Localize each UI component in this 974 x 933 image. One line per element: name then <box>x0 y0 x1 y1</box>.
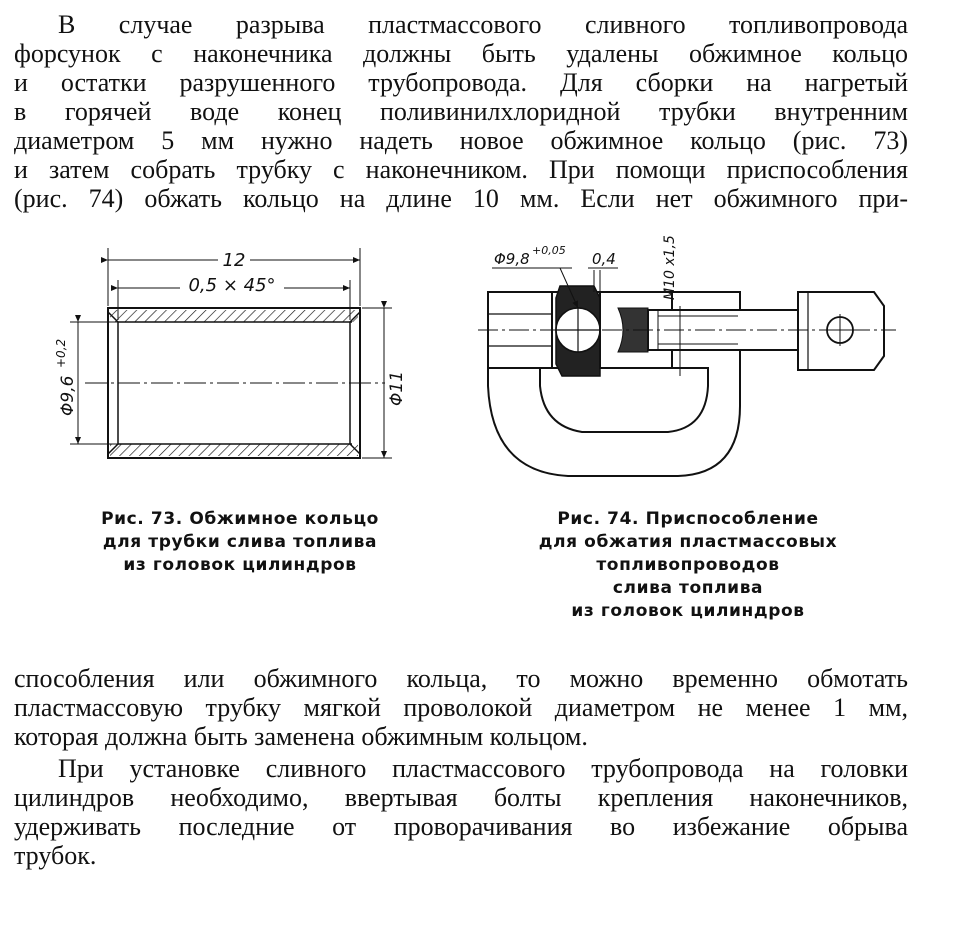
text-line: пластмассовую трубку мягкой проволокой д… <box>14 693 908 722</box>
text-line: В случае разрыва пластмассового сливного… <box>58 10 908 39</box>
figure-74-caption: Рис. 74. Приспособление для обжатия плас… <box>478 508 898 623</box>
text-line: цилиндров необходимо, ввертывая болты кр… <box>14 783 908 812</box>
dimension-bore-tolerance-label: +0,05 <box>532 244 566 257</box>
dimension-chamfer-label: 0,5 × 45° <box>188 275 275 296</box>
text-line: (рис. 74) обжать кольцо на длине 10 мм. … <box>14 184 908 213</box>
dimension-thread-label: M10 x1,5 <box>662 236 678 300</box>
text-line: которая должна быть заменена обжимным ко… <box>14 722 588 751</box>
text-line: способления или обжимного кольца, то мож… <box>14 664 908 693</box>
text-line: трубок. <box>14 841 97 870</box>
text-line: в горячей воде конец поливинилхлоридной … <box>14 97 908 126</box>
dimension-bore-label: Φ9,8 <box>494 250 530 268</box>
text-line: и остатки разрушенного трубопровода. Для… <box>14 68 908 97</box>
text-line: удерживать последние от проворачивания в… <box>14 812 908 841</box>
figure-73-caption: Рис. 73. Обжимное кольцо для трубки слив… <box>40 508 440 577</box>
caption-line: Рис. 74. Приспособление <box>557 509 819 529</box>
text-line: и затем собрать трубку с наконечником. П… <box>14 155 908 184</box>
dimension-inner-tolerance-label: +0,2 <box>54 339 68 368</box>
caption-line: топливопроводов <box>596 555 780 575</box>
caption-line: для трубки слива топлива <box>102 532 378 552</box>
dimension-outer-diameter-label: Φ11 <box>387 371 407 406</box>
dimension-inner-diameter-label: Φ9,6 <box>58 375 78 416</box>
caption-line: из головок цилиндров <box>123 555 357 575</box>
text-line: При установке сливного пластмассового тр… <box>58 754 908 783</box>
dimension-length-label: 12 <box>223 250 246 271</box>
paragraph-2: способления или обжимного кольца, то мож… <box>14 664 908 751</box>
paragraph-1: В случае разрыва пластмассового сливного… <box>14 10 908 213</box>
figure-73-crimp-ring-drawing: 12 0,5 × 45° Φ9,6 +0,2 Φ11 <box>54 248 407 459</box>
paragraph-3: При установке сливного пластмассового тр… <box>14 754 908 870</box>
caption-line: слива топлива <box>612 578 764 598</box>
dimension-gap-label: 0,4 <box>592 250 616 268</box>
figure-74-crimping-fixture-drawing: Φ9,8 +0,05 0,4 M10 x1,5 <box>478 236 896 477</box>
caption-line: Рис. 73. Обжимное кольцо <box>101 509 379 529</box>
caption-line: из головок цилиндров <box>571 601 805 621</box>
text-line: диаметром 5 мм нужно надеть новое обжимн… <box>14 126 908 155</box>
text-line: форсунок с наконечника должны быть удале… <box>14 39 908 68</box>
caption-line: для обжатия пластмассовых <box>538 532 838 552</box>
